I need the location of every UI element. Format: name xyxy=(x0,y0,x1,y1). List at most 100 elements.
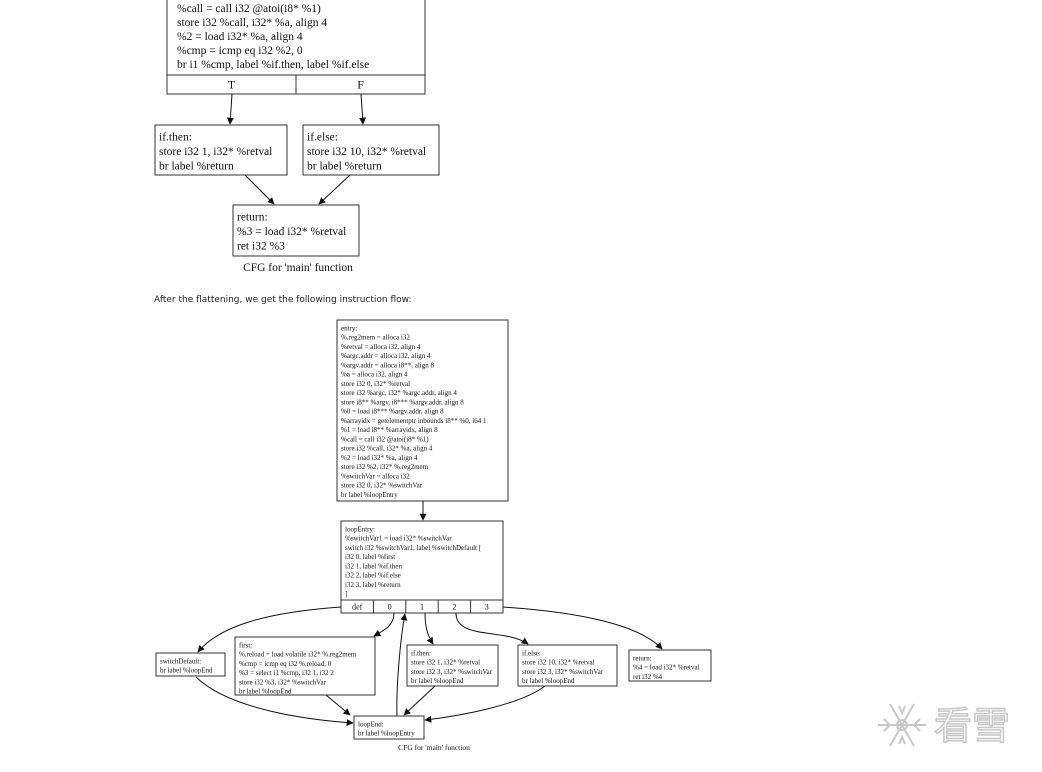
block-if-else: if.else: store i32 10, i32* %retval br l… xyxy=(302,124,440,176)
code-line: %argv.addr = alloca i8**, align 8 xyxy=(341,361,434,369)
code-line: store i32 0, i32* %retval xyxy=(341,380,410,388)
code-line: %4 = load i32* %retval xyxy=(633,664,700,672)
code-line: if.then: xyxy=(411,649,431,657)
code-line: store i32 %2, i32* %.reg2mem xyxy=(341,463,429,471)
code-line: loopEnd: xyxy=(358,720,384,728)
edge-switchdefault-loopend xyxy=(195,676,354,727)
code-line: %argc.addr = alloca i32, align 4 xyxy=(341,352,431,360)
code-line: %.reg2mem = alloca i32 xyxy=(341,334,410,342)
block-entry-border xyxy=(336,319,509,502)
code-line: %1 = load i8** %arrayidx, align 8 xyxy=(341,426,438,434)
edge-def-switchdefault xyxy=(197,606,342,653)
code-line: ret i32 %3 xyxy=(237,241,285,253)
code-line: entry: xyxy=(341,324,357,332)
block-first-border xyxy=(234,636,376,696)
code-line: %call = call i32 @atoi(i8* %1) xyxy=(341,435,429,443)
block-if-else-border xyxy=(302,124,440,176)
code-line: %switchVar = alloca i32 xyxy=(341,472,410,480)
edge-3-return xyxy=(502,606,663,650)
intro-paragraph: After the flattening, we get the followi… xyxy=(154,295,412,305)
block-entry: entry: %.reg2mem = alloca i32 %retval = … xyxy=(336,319,509,502)
block-loop-end: loopEnd: br label %loopEntry xyxy=(353,715,425,740)
block-switch-default: switchDefault: br label %loopEnd xyxy=(155,652,226,677)
code-line: store i32 10, i32* %retval xyxy=(522,659,595,667)
edge-loopend-loopentry xyxy=(396,613,408,717)
block-return-border xyxy=(628,649,712,682)
diagram-caption: CFG for 'main' function xyxy=(243,262,353,274)
code-line: i32 3, label %return xyxy=(345,581,401,589)
edge-first-loopend xyxy=(325,694,351,716)
port-label: 0 xyxy=(388,602,392,611)
code-line: store i32 10, i32* %retval xyxy=(307,146,426,158)
code-line: %2 = load i32* %a, align 4 xyxy=(341,454,418,462)
cfg-diagram-flattened: entry: %.reg2mem = alloca i32 %retval = … xyxy=(155,319,712,752)
code-line: %call = call i32 @atoi(i8* %1) xyxy=(177,3,321,15)
code-line: store i32 0, i32* %switchVar xyxy=(341,482,423,490)
code-line: br label %return xyxy=(159,161,234,173)
block-if-then-border xyxy=(406,644,499,687)
block-if-then: if.then: store i32 1, i32* %retval br la… xyxy=(154,124,288,176)
edge-then-return xyxy=(244,174,275,205)
code-line: switch i32 %switchVar1, label %switchDef… xyxy=(345,544,482,552)
port-row xyxy=(340,599,504,614)
code-line: %switchVar1 = load i32* %switchVar xyxy=(345,535,452,543)
code-line: br label %loopEntry xyxy=(341,491,398,499)
code-line: %2 = load i32* %a, align 4 xyxy=(177,31,303,43)
code-line: %0 = load i8*** %argv.addr, align 8 xyxy=(341,408,444,416)
code-line: i32 2, label %if.else xyxy=(345,572,401,580)
block-loop-entry-border xyxy=(340,520,504,602)
cfg-diagram-original: %call = call i32 @atoi(i8* %1) store i32 … xyxy=(154,0,440,274)
code-line: i32 1, label %if.then xyxy=(345,562,402,570)
edge-1-ifthen xyxy=(424,612,434,645)
code-line: return: xyxy=(237,212,268,224)
code-line: %arrayidx = getelementptr inbounds i8** … xyxy=(341,417,487,425)
block-return: return: %3 = load i32* %retval ret i32 %… xyxy=(232,204,360,257)
code-line: if.else: xyxy=(522,649,541,657)
code-line: %cmp = icmp eq i32 %2, 0 xyxy=(177,45,303,57)
code-line: %cmp = icmp eq i32 %.reload, 0 xyxy=(239,660,332,668)
code-line: br label %loopEnd xyxy=(239,688,292,696)
code-line: store i32 1, i32* %retval xyxy=(411,659,480,667)
edge-ifthen-loopend xyxy=(403,685,436,716)
watermark: 看雪 xyxy=(878,703,1011,749)
port-label: F xyxy=(357,79,364,92)
block-if-else: if.else: store i32 10, i32* %retval stor… xyxy=(517,644,618,687)
code-line: loopEntry: xyxy=(345,525,375,533)
code-line: br i1 %cmp, label %if.then, label %if.el… xyxy=(177,59,369,71)
block-if-else-border xyxy=(517,644,618,687)
code-line: if.else: xyxy=(307,132,338,144)
diagram-caption: CFG for 'main' function xyxy=(398,743,470,752)
block-return-border xyxy=(232,204,360,257)
code-line: store i32 %call, i32* %a, align 4 xyxy=(341,445,433,453)
block-first: first: %.reload = load volatile i32* %.r… xyxy=(234,636,376,696)
code-line: store i32 1, i32* %retval xyxy=(159,146,272,158)
code-line: store i32 3, i32* %switchVar xyxy=(522,668,604,676)
entry-block-partial: %call = call i32 @atoi(i8* %1)store i32 … xyxy=(166,0,426,76)
code-line: store i8** %argv, i8*** %argv.addr, alig… xyxy=(341,398,464,406)
block-switch-default-border xyxy=(155,652,226,677)
code-line: i32 0, label %first xyxy=(345,553,395,561)
edge-ifelse-loopend xyxy=(424,685,546,723)
block-if-then-border xyxy=(154,124,288,176)
port-label: 2 xyxy=(452,602,456,611)
code-line: br label %loopEnd xyxy=(411,677,464,685)
snowflake-icon xyxy=(878,703,926,747)
edge-false xyxy=(359,93,367,125)
code-line: %.reload = load volatile i32* %.reg2mem xyxy=(239,651,357,659)
code-line: ] xyxy=(345,590,347,598)
code-line: %3 = load i32* %retval xyxy=(237,226,346,238)
code-line: ret i32 %4 xyxy=(633,673,663,681)
code-line: br label %loopEnd xyxy=(522,677,575,685)
code-line: %3 = select i1 %cmp, i32 1, i32 2 xyxy=(239,669,334,677)
code-line: if.then: xyxy=(159,132,192,144)
block-loop-entry: loopEntry: %switchVar1 = load i32* %swit… xyxy=(340,520,504,602)
block-loop-end-border xyxy=(353,715,425,740)
port-label: T xyxy=(228,79,235,92)
edge-else-return xyxy=(318,174,351,205)
code-line: switchDefault: xyxy=(160,657,201,665)
code-line: store i32 %3, i32* %switchVar xyxy=(239,678,327,686)
port-label: 3 xyxy=(485,602,489,611)
code-line: store i32 3, i32* %switchVar xyxy=(411,668,493,676)
edge-2-ifelse xyxy=(455,612,529,645)
block-if-then: if.then: store i32 1, i32* %retval store… xyxy=(406,644,499,687)
